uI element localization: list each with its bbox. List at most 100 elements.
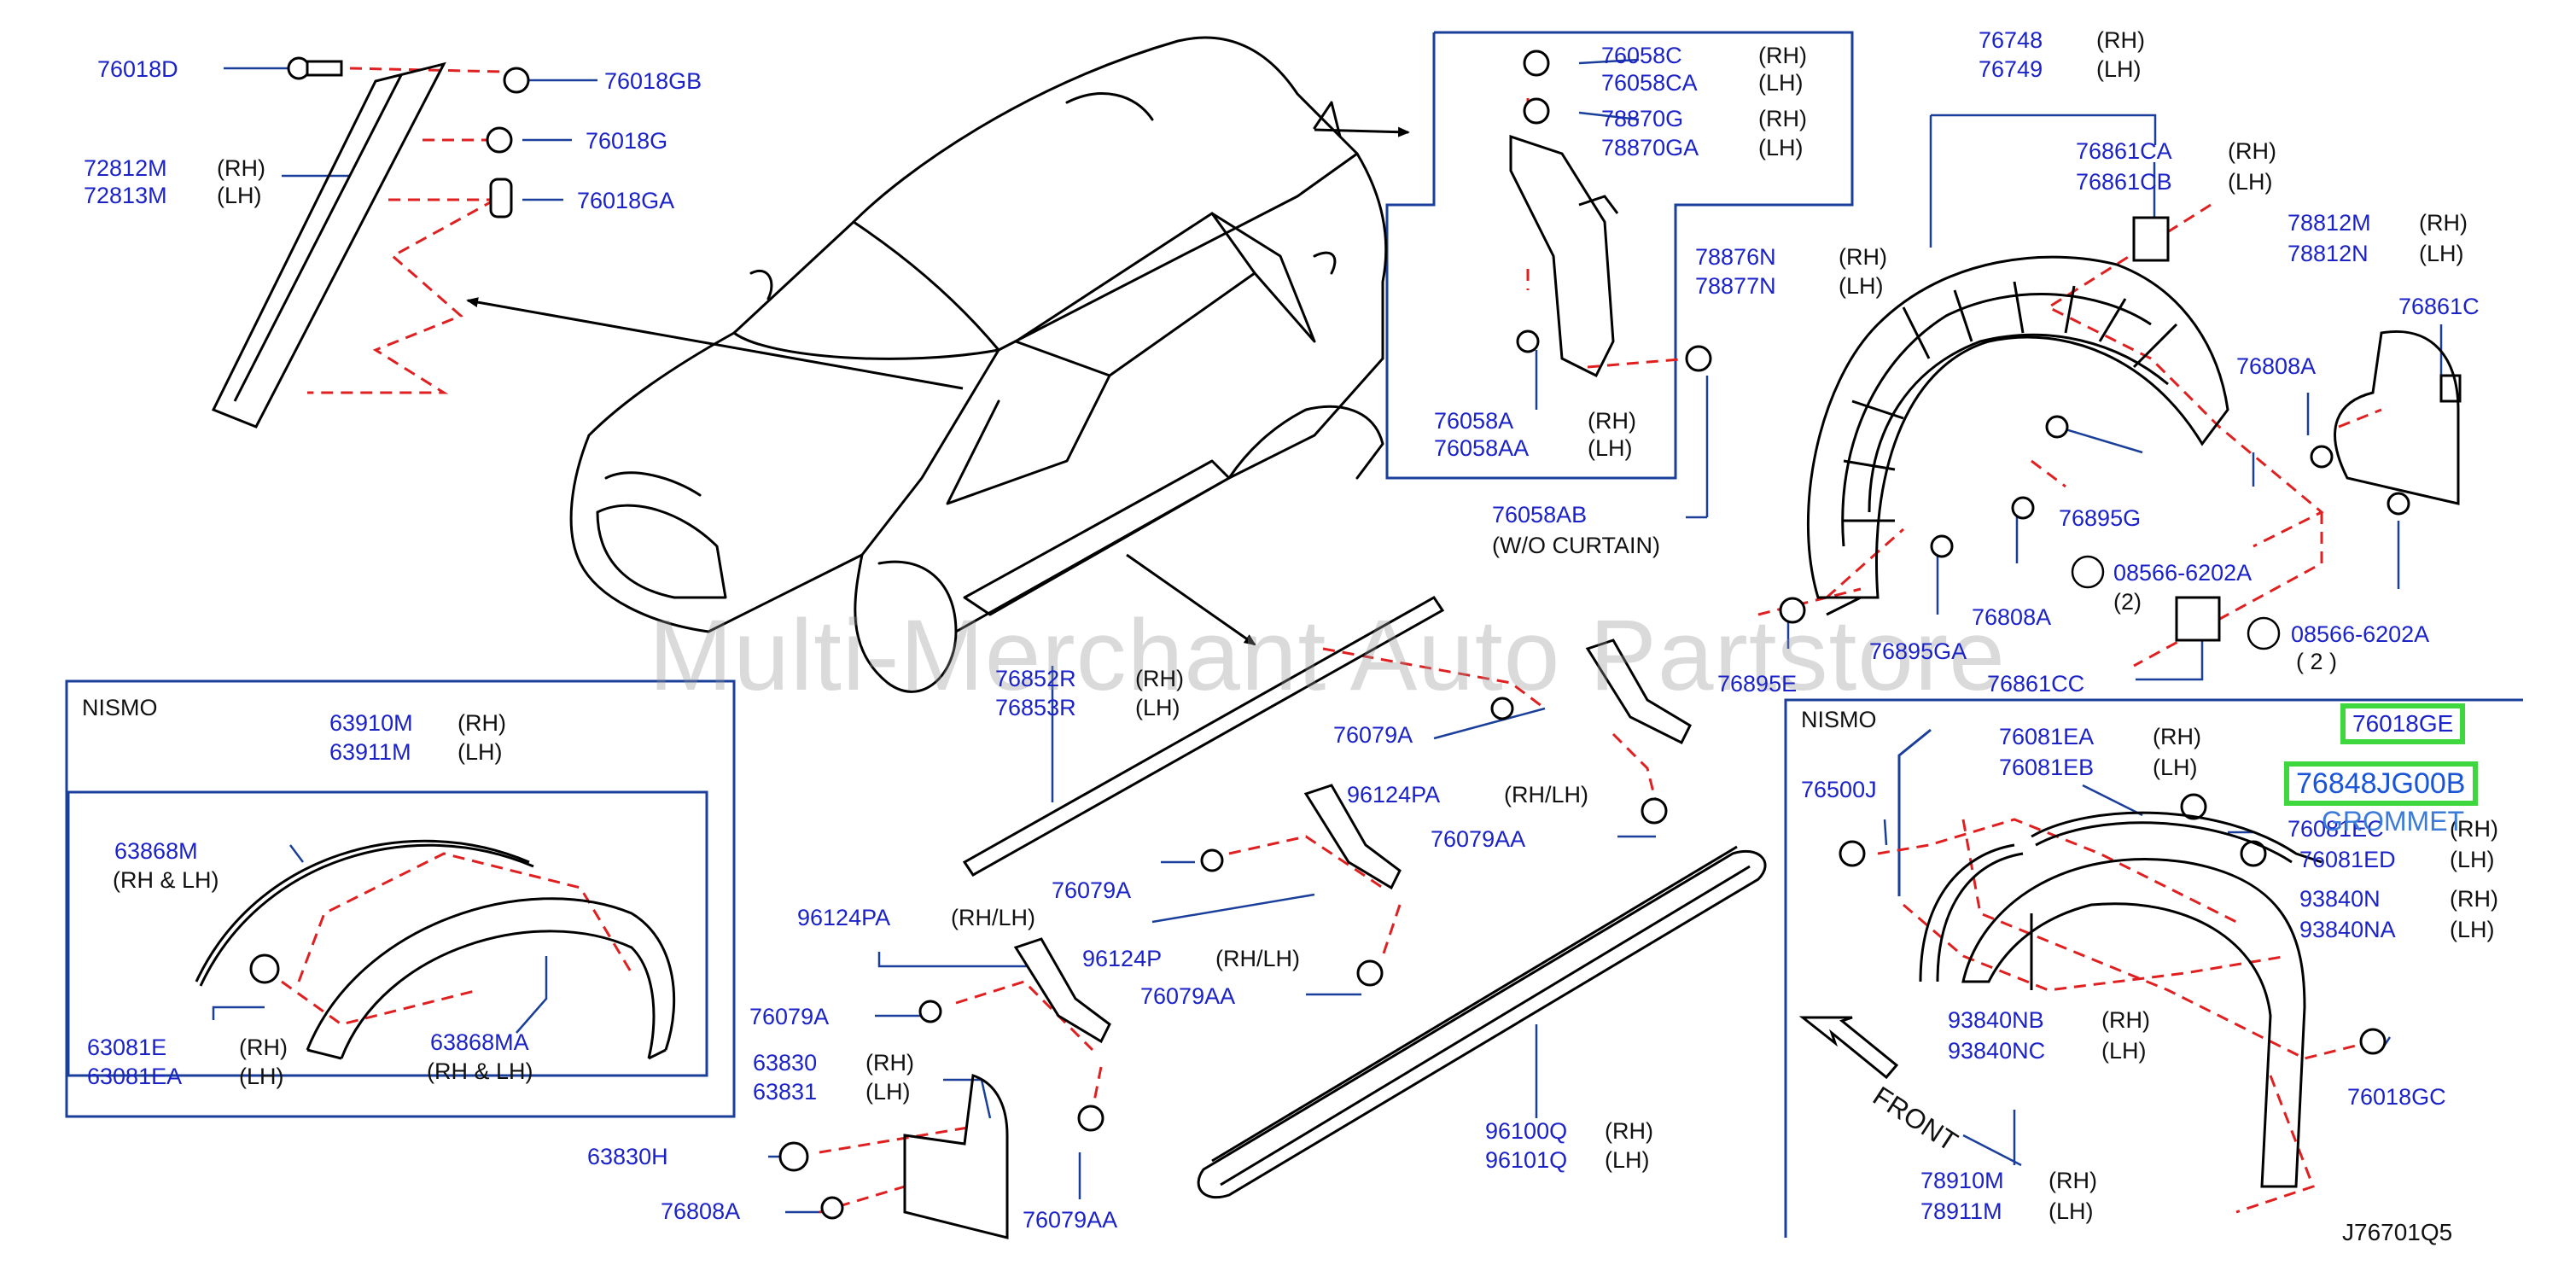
label-96124p-side: (RH/LH) bbox=[1215, 946, 1300, 971]
label-96100q-side: (RH) bbox=[1605, 1118, 1653, 1144]
fender-liner-76748 bbox=[1806, 255, 2229, 616]
label-76058a: 76058A bbox=[1434, 408, 1514, 434]
label-76018gc: 76018GC bbox=[2347, 1084, 2446, 1110]
label-76079a-middle: 76079A bbox=[1052, 877, 1132, 903]
nismo-arch-right bbox=[1919, 811, 2322, 1188]
label-76861cc: 76861CC bbox=[1987, 671, 2085, 697]
label-76018gb: 76018GB bbox=[604, 68, 702, 94]
label-76018d: 76018D bbox=[97, 56, 178, 82]
label-76808a-middle: 76808A bbox=[661, 1198, 741, 1224]
front-arrow bbox=[1798, 1016, 1899, 1080]
label-63081ea: 63081EA bbox=[87, 1064, 183, 1089]
label-63081e: 63081E bbox=[87, 1035, 167, 1060]
label-76081ec-side: (RH) bbox=[2450, 816, 2498, 842]
label-93840n-side: (RH) bbox=[2450, 886, 2498, 912]
label-78812n: 78812N bbox=[2288, 241, 2369, 266]
label-96124pa-upper-side: (RH/LH) bbox=[1504, 782, 1588, 807]
molding-72812m bbox=[211, 61, 446, 429]
step-brackets bbox=[1013, 638, 1692, 1044]
label-93840nc: 93840NC bbox=[1948, 1038, 2046, 1064]
label-76081eb: 76081EB bbox=[1999, 755, 2095, 780]
label-96124p: 96124P bbox=[1082, 946, 1163, 971]
label-76749: 76749 bbox=[1979, 56, 2043, 82]
label-93840nb-side: (RH) bbox=[2101, 1007, 2150, 1033]
label-76861c: 76861C bbox=[2398, 294, 2480, 319]
label-63868ma-side: (RH & LH) bbox=[427, 1058, 533, 1084]
label-96124pa-upper: 96124PA bbox=[1347, 782, 1441, 807]
label-76081ec: 76081EC bbox=[2288, 816, 2384, 842]
label-78877n-side: (LH) bbox=[1839, 273, 1884, 299]
label-63868m: 63868M bbox=[114, 838, 198, 864]
label-76748-side: (RH) bbox=[2096, 27, 2145, 53]
label-78870g-side: (RH) bbox=[1758, 106, 1807, 131]
label-76058a-side: (RH) bbox=[1588, 408, 1636, 434]
label-72812m: 72812M bbox=[84, 155, 167, 181]
label-78911m: 78911M bbox=[1920, 1198, 2002, 1224]
label-76081ea: 76081EA bbox=[1999, 724, 2095, 749]
label-78910m: 78910M bbox=[1920, 1168, 2004, 1193]
label-63831-side: (LH) bbox=[865, 1079, 911, 1105]
label-76079aa-middle: 76079AA bbox=[1140, 983, 1236, 1009]
label-76895e: 76895E bbox=[1717, 671, 1798, 697]
label-76058aa-side: (LH) bbox=[1588, 435, 1633, 461]
label-76018ga: 76018GA bbox=[577, 188, 675, 213]
vehicle-illustration bbox=[569, 36, 1388, 693]
highlight-76018ge[interactable]: 76018GE bbox=[2340, 703, 2466, 744]
label-76058aa: 76058AA bbox=[1434, 435, 1530, 461]
label-78911m-side: (LH) bbox=[2049, 1198, 2094, 1224]
label-76081ed-side: (LH) bbox=[2450, 847, 2495, 872]
label-63081ea-side: (LH) bbox=[239, 1064, 284, 1089]
label-76058ab: 76058AB bbox=[1492, 502, 1588, 528]
running-board-96100q bbox=[1197, 845, 1767, 1199]
label-93840na-side: (LH) bbox=[2450, 917, 2495, 942]
label-63081e-side: (RH) bbox=[239, 1035, 288, 1060]
label-93840nc-side: (LH) bbox=[2101, 1038, 2147, 1064]
label-76861cb: 76861CB bbox=[2076, 169, 2172, 195]
label-76748: 76748 bbox=[1979, 27, 2043, 53]
label-76058ca: 76058CA bbox=[1601, 70, 1698, 96]
label-78870ga-side: (LH) bbox=[1758, 135, 1804, 160]
label-08566-6202a-b-qty: ( 2 ) bbox=[2296, 649, 2338, 674]
label-63868ma: 63868MA bbox=[430, 1029, 529, 1055]
label-76081eb-side: (LH) bbox=[2153, 755, 2198, 780]
label-76895ga: 76895GA bbox=[1869, 638, 1967, 664]
section-label-nismo-left: NISMO bbox=[82, 695, 158, 720]
label-76808a-lower: 76808A bbox=[1972, 604, 2052, 630]
label-76861ca: 76861CA bbox=[2076, 138, 2172, 164]
label-72813m: 72813M bbox=[84, 183, 167, 208]
label-63911m: 63911M bbox=[329, 739, 411, 765]
clip-fasteners bbox=[249, 50, 2462, 1220]
label-96100q: 96100Q bbox=[1485, 1118, 1568, 1144]
label-78870g: 78870G bbox=[1601, 106, 1684, 131]
label-78910m-side: (RH) bbox=[2049, 1168, 2097, 1193]
label-76079a-lower: 76079A bbox=[749, 1004, 830, 1029]
label-96124pa-lower: 96124PA bbox=[797, 905, 891, 930]
label-76853r-side: (LH) bbox=[1135, 695, 1180, 720]
label-76079a-upper: 76079A bbox=[1333, 722, 1413, 748]
label-96124pa-lower-side: (RH/LH) bbox=[951, 905, 1035, 930]
label-78812m: 78812M bbox=[2288, 210, 2371, 236]
highlight-grommet-caption: GROMMET bbox=[2322, 806, 2465, 837]
watermark: Multi-Merchant Auto Partstore bbox=[649, 599, 2006, 712]
label-08566-6202a-a: 08566-6202A bbox=[2113, 560, 2253, 586]
label-78870ga: 78870GA bbox=[1601, 135, 1699, 160]
label-96101q: 96101Q bbox=[1485, 1147, 1568, 1173]
label-08566-6202a-b: 08566-6202A bbox=[2291, 621, 2430, 647]
highlight-grommet-76848jg00b[interactable]: 76848JG00B bbox=[2284, 761, 2478, 806]
label-63831: 63831 bbox=[753, 1079, 818, 1105]
screw-s-markers bbox=[2071, 555, 2281, 650]
label-76058c-side: (RH) bbox=[1758, 43, 1807, 68]
label-76749-side: (LH) bbox=[2096, 56, 2142, 82]
bracket-78876n bbox=[1509, 134, 1619, 378]
label-63910m-side: (RH) bbox=[458, 710, 506, 736]
label-63868m-side: (RH & LH) bbox=[113, 867, 219, 893]
label-08566-6202a-a-qty: (2) bbox=[2113, 589, 2142, 615]
nismo-arch-left bbox=[195, 839, 676, 1060]
label-76861ca-side: (RH) bbox=[2228, 138, 2276, 164]
label-76500j: 76500J bbox=[1801, 777, 1877, 802]
mud-flaps bbox=[903, 330, 2460, 1239]
label-78877n: 78877N bbox=[1695, 273, 1776, 299]
label-63830-side: (RH) bbox=[865, 1050, 914, 1076]
label-78812m-side: (RH) bbox=[2419, 210, 2468, 236]
